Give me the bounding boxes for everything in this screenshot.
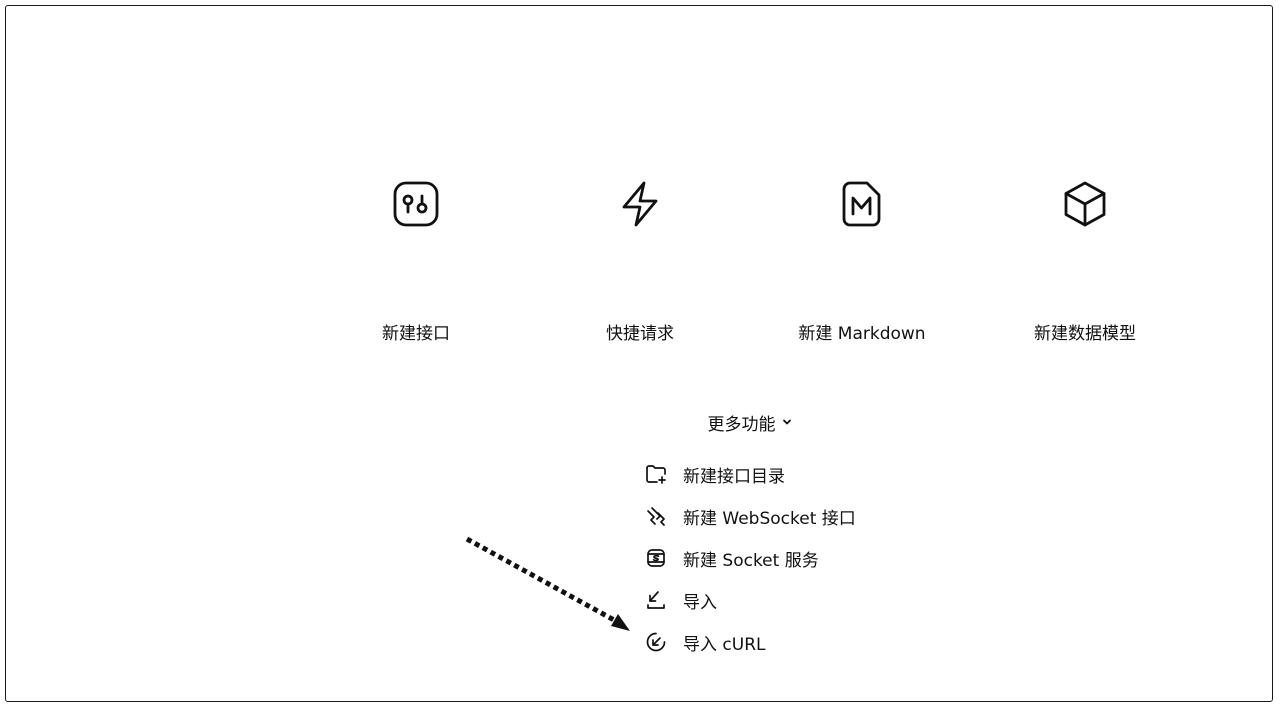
menu-item-new-api-folder[interactable]: 新建接口目录 [640, 453, 920, 495]
menu-item-import[interactable]: 导入 [640, 579, 920, 621]
new-markdown-card[interactable]: 新建 Markdown [762, 176, 962, 376]
lightning-icon [612, 176, 668, 232]
quick-request-label: 快捷请求 [606, 324, 674, 344]
menu-item-label: 导入 cURL [683, 634, 766, 655]
window-frame [5, 5, 1273, 702]
new-api-label: 新建接口 [382, 324, 450, 344]
import-curl-icon [644, 630, 668, 654]
menu-item-label: 导入 [683, 592, 717, 613]
import-icon [644, 588, 668, 612]
new-markdown-label: 新建 Markdown [798, 324, 926, 344]
folder-add-icon [644, 462, 668, 486]
menu-item-new-socket-service[interactable]: 新建 Socket 服务 [640, 537, 920, 579]
more-features-toggle[interactable]: 更多功能 [690, 409, 810, 435]
more-features-menu: 新建接口目录 新建 WebSocket 接口 新建 Socket 服务 [640, 453, 920, 663]
websocket-icon [644, 504, 668, 528]
socket-service-icon [644, 546, 668, 570]
menu-item-new-websocket[interactable]: 新建 WebSocket 接口 [640, 495, 920, 537]
new-api-card[interactable]: 新建接口 [316, 176, 516, 376]
menu-item-label: 新建 Socket 服务 [683, 550, 819, 571]
new-data-model-label: 新建数据模型 [1034, 324, 1136, 344]
chevron-down-icon [781, 416, 793, 428]
cube-icon [1057, 176, 1113, 232]
menu-item-label: 新建 WebSocket 接口 [683, 508, 856, 529]
menu-item-import-curl[interactable]: 导入 cURL [640, 621, 920, 663]
quick-request-card[interactable]: 快捷请求 [540, 176, 740, 376]
markdown-file-icon [834, 176, 890, 232]
new-data-model-card[interactable]: 新建数据模型 [985, 176, 1185, 376]
api-endpoint-icon [388, 176, 444, 232]
menu-item-label: 新建接口目录 [683, 466, 785, 487]
more-features-label: 更多功能 [707, 414, 776, 435]
